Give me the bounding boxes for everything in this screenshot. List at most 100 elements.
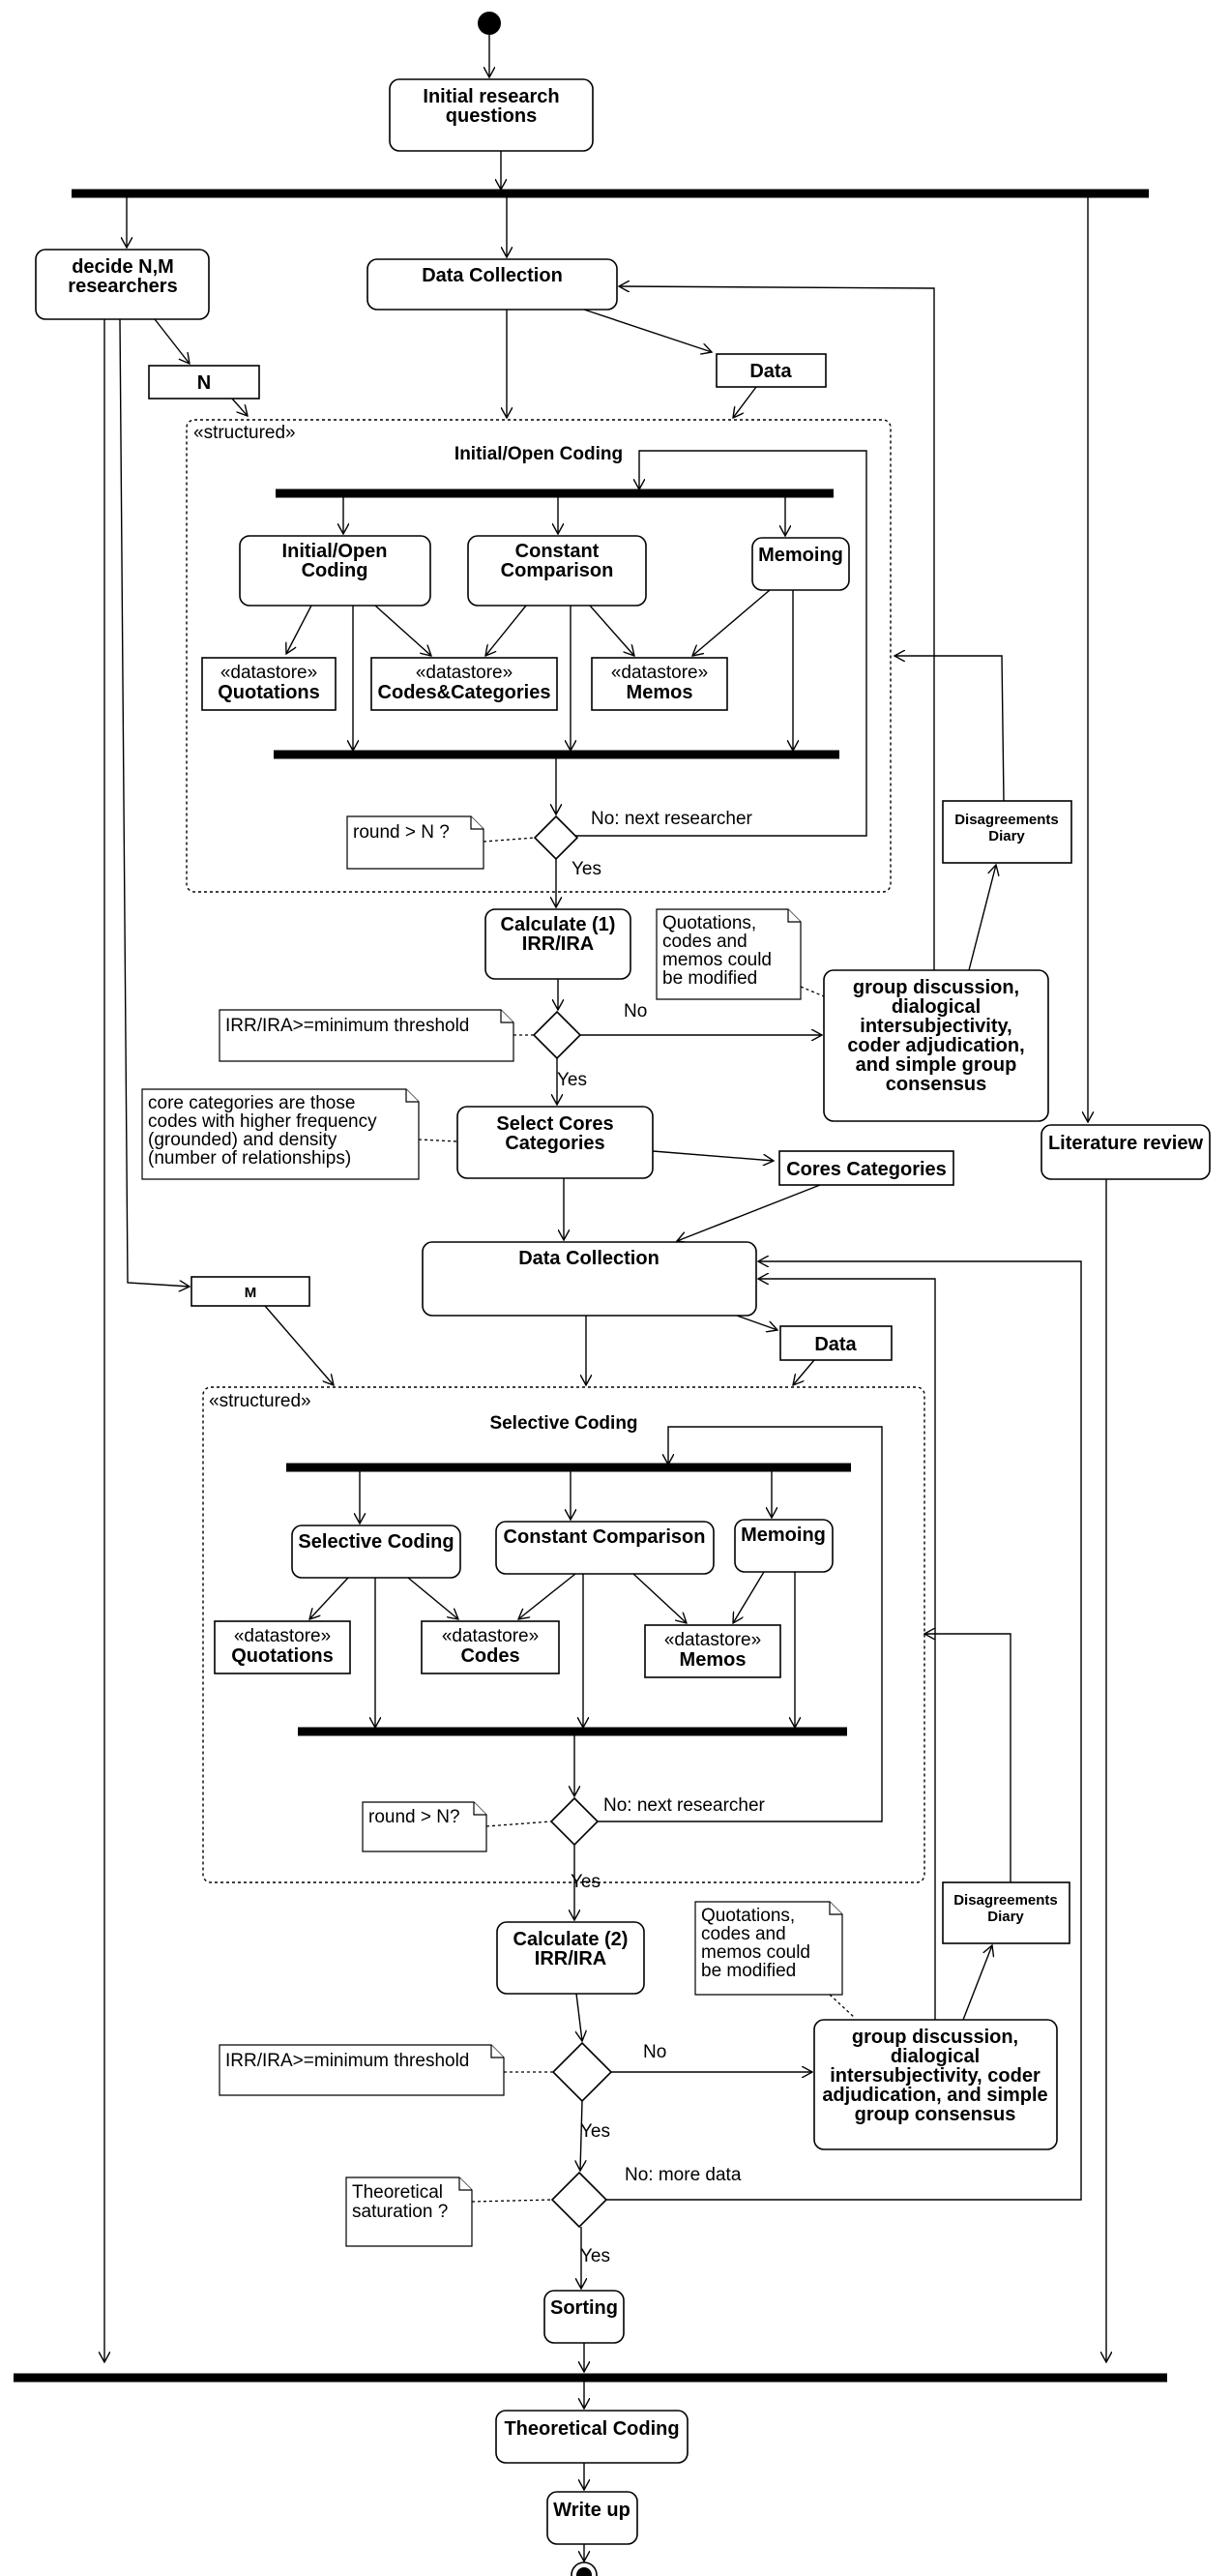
svg-text:Cores Categories: Cores Categories xyxy=(786,1159,947,1180)
svg-text:«structured»: «structured» xyxy=(209,1391,311,1411)
datastore-quotations-2: «datastore» Quotations xyxy=(214,1620,351,1674)
svg-text:«datastore»: «datastore» xyxy=(664,1630,761,1650)
sorting-action[interactable]: Sorting xyxy=(543,2290,625,2344)
svg-text:adjudication, and simple: adjudication, and simple xyxy=(822,2085,1047,2106)
theoretical-saturation-decision[interactable] xyxy=(550,2171,608,2229)
selective-coding-action[interactable]: Selective Coding xyxy=(291,1525,461,1579)
svg-text:Quotations: Quotations xyxy=(218,682,320,703)
svg-text:saturation ?: saturation ? xyxy=(352,2202,448,2222)
write-up-action[interactable]: Write up xyxy=(546,2491,638,2545)
svg-text:group consensus: group consensus xyxy=(855,2104,1016,2125)
svg-text:M: M xyxy=(245,1285,257,1301)
guard-yes-5: Yes xyxy=(580,2246,610,2266)
guard-yes-2: Yes xyxy=(557,1070,587,1090)
disagreements-diary-1: Disagreements Diary xyxy=(942,800,1072,864)
svg-text:Theoretical Coding: Theoretical Coding xyxy=(504,2418,679,2440)
svg-text:Memos: Memos xyxy=(680,1649,747,1671)
svg-text:intersubjectivity,: intersubjectivity, xyxy=(860,1016,1011,1037)
action-label-line-2: researchers xyxy=(68,276,177,297)
n-object: N xyxy=(148,365,260,400)
svg-text:Select Cores: Select Cores xyxy=(496,1113,613,1135)
cores-categories-object: Cores Categories xyxy=(778,1150,954,1186)
svg-text:memos could: memos could xyxy=(662,950,772,970)
svg-text:«datastore»: «datastore» xyxy=(611,663,708,683)
svg-text:Selective Coding: Selective Coding xyxy=(298,1531,454,1553)
initial-open-coding-action[interactable]: Initial/Open Coding xyxy=(239,535,431,607)
svg-text:Initial/Open: Initial/Open xyxy=(282,541,388,562)
datastore-codes: «datastore» Codes xyxy=(421,1620,560,1674)
guard-yes-3: Yes xyxy=(571,1872,601,1892)
svg-text:be modified: be modified xyxy=(662,968,757,989)
svg-text:Data Collection: Data Collection xyxy=(422,265,563,286)
note-round-n-2: round > N? xyxy=(362,1801,487,1852)
svg-text:core categories are those: core categories are those xyxy=(148,1093,355,1113)
svg-text:IRR/IRA: IRR/IRA xyxy=(535,1948,606,1969)
svg-text:Selective Coding: Selective Coding xyxy=(489,1413,637,1434)
m-object: M xyxy=(191,1276,310,1307)
datastore-memos-1: «datastore» Memos xyxy=(591,657,728,711)
svg-text:Calculate (1): Calculate (1) xyxy=(501,914,616,935)
svg-text:dialogical: dialogical xyxy=(891,2046,980,2067)
svg-text:IRR/IRA: IRR/IRA xyxy=(522,933,594,955)
literature-review-action[interactable]: Literature review xyxy=(1040,1124,1211,1180)
svg-text:«datastore»: «datastore» xyxy=(416,663,513,683)
svg-text:Diary: Diary xyxy=(988,828,1025,844)
svg-text:Memoing: Memoing xyxy=(741,1525,826,1546)
svg-text:be modified: be modified xyxy=(701,1961,796,1981)
calculate-irr-ira-2-action[interactable]: Calculate (2) IRR/IRA xyxy=(496,1921,645,1995)
round-n-decision-1[interactable] xyxy=(533,814,579,861)
svg-text:N: N xyxy=(197,372,211,394)
guard-yes-4: Yes xyxy=(580,2121,610,2142)
svg-text:«structured»: «structured» xyxy=(193,423,296,443)
svg-text:Quotations: Quotations xyxy=(231,1645,334,1667)
svg-text:codes and: codes and xyxy=(701,1924,786,1944)
svg-text:Literature review: Literature review xyxy=(1048,1133,1204,1154)
select-cores-categories-action[interactable]: Select Cores Categories xyxy=(456,1106,654,1179)
calculate-irr-ira-1-action[interactable]: Calculate (1) IRR/IRA xyxy=(484,908,631,980)
data-object-1: Data xyxy=(716,353,827,388)
svg-text:Disagreements: Disagreements xyxy=(954,812,1059,828)
data-collection-1-action[interactable]: Data Collection xyxy=(366,258,618,311)
constant-comparison-2-action[interactable]: Constant Comparison xyxy=(495,1521,715,1575)
svg-text:(number of relationships): (number of relationships) xyxy=(148,1148,351,1169)
svg-text:and simple group: and simple group xyxy=(856,1054,1017,1076)
svg-text:Theoretical: Theoretical xyxy=(352,2182,443,2203)
group-discussion-2-action[interactable]: group discussion, dialogical intersubjec… xyxy=(813,2019,1058,2150)
action-label-line-1: decide N,M xyxy=(72,256,174,278)
svg-text:Data Collection: Data Collection xyxy=(518,1248,659,1269)
svg-text:Memos: Memos xyxy=(627,682,693,703)
group-discussion-1-action[interactable]: group discussion, dialogical intersubjec… xyxy=(823,969,1049,1122)
final-node xyxy=(571,2561,598,2576)
svg-text:Data: Data xyxy=(749,361,792,382)
svg-text:Data: Data xyxy=(814,1334,857,1355)
svg-text:Memoing: Memoing xyxy=(758,545,843,566)
memoing-2-action[interactable]: Memoing xyxy=(734,1519,834,1573)
initial-node xyxy=(478,12,501,35)
note-core-categories: core categories are those codes with hig… xyxy=(141,1088,420,1180)
guard-no-1: No xyxy=(624,1001,647,1022)
threshold-decision-2[interactable] xyxy=(551,2041,613,2103)
theoretical-coding-action[interactable]: Theoretical Coding xyxy=(495,2410,689,2464)
note-threshold-2: IRR/IRA>=minimum threshold xyxy=(219,2044,505,2096)
svg-text:coder adjudication,: coder adjudication, xyxy=(847,1035,1024,1056)
action-label-line-2: questions xyxy=(446,105,537,127)
threshold-decision-1[interactable] xyxy=(532,1010,582,1060)
svg-text:Quotations,: Quotations, xyxy=(662,913,756,933)
note-theoretical-saturation: Theoretical saturation ? xyxy=(345,2176,473,2247)
note-threshold-1: IRR/IRA>=minimum threshold xyxy=(219,1009,514,1062)
svg-text:intersubjectivity, coder: intersubjectivity, coder xyxy=(830,2065,1040,2087)
svg-text:Calculate (2): Calculate (2) xyxy=(513,1929,629,1950)
initial-research-questions-action[interactable]: Initial research questions xyxy=(389,78,594,152)
memoing-1-action[interactable]: Memoing xyxy=(751,537,850,591)
svg-text:Coding: Coding xyxy=(302,560,368,581)
guard-no-more-data: No: more data xyxy=(625,2165,742,2185)
constant-comparison-1-action[interactable]: Constant Comparison xyxy=(467,535,647,607)
svg-text:Codes: Codes xyxy=(460,1645,519,1667)
data-collection-2-action[interactable]: Data Collection xyxy=(422,1241,757,1317)
svg-text:Sorting: Sorting xyxy=(550,2297,618,2319)
svg-text:Codes&Categories: Codes&Categories xyxy=(378,682,551,703)
round-n-decision-2[interactable] xyxy=(549,1796,600,1847)
decide-nm-researchers-action[interactable]: decide N,M researchers xyxy=(35,249,210,320)
note-quotations-modified-1: Quotations, codes and memos could be mod… xyxy=(656,908,802,1000)
svg-text:codes and: codes and xyxy=(662,932,747,952)
